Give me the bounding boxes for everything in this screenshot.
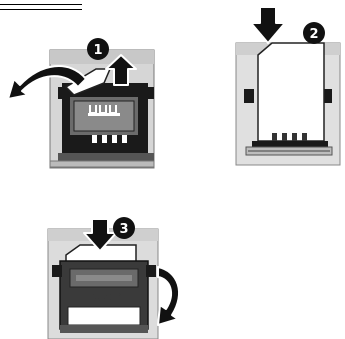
curved-arrow-right — [157, 266, 181, 326]
curved-arrow-left — [7, 65, 87, 100]
step-2-number: 2 — [309, 27, 318, 42]
contact-pins-bottom — [92, 135, 127, 143]
header-rule-top — [0, 4, 82, 5]
step-3-number: 3 — [119, 222, 128, 237]
lock-label: LOCK — [84, 291, 125, 304]
sim-lid-raised — [64, 68, 112, 96]
header-rule-bottom — [0, 9, 82, 10]
step-2-badge — [303, 22, 325, 44]
step-1-badge — [87, 38, 109, 60]
sim-card — [257, 42, 325, 142]
step-1-illustration: 1 — [0, 35, 160, 170]
contact-pins — [272, 133, 307, 141]
down-arrow — [250, 6, 286, 44]
step-3-illustration: LOCK 3 — [40, 215, 190, 339]
down-arrow — [83, 218, 117, 252]
up-arrow — [105, 54, 137, 86]
step-2-illustration: 2 — [228, 5, 345, 170]
step-3-badge — [113, 217, 135, 239]
step-1-number: 1 — [93, 43, 102, 58]
